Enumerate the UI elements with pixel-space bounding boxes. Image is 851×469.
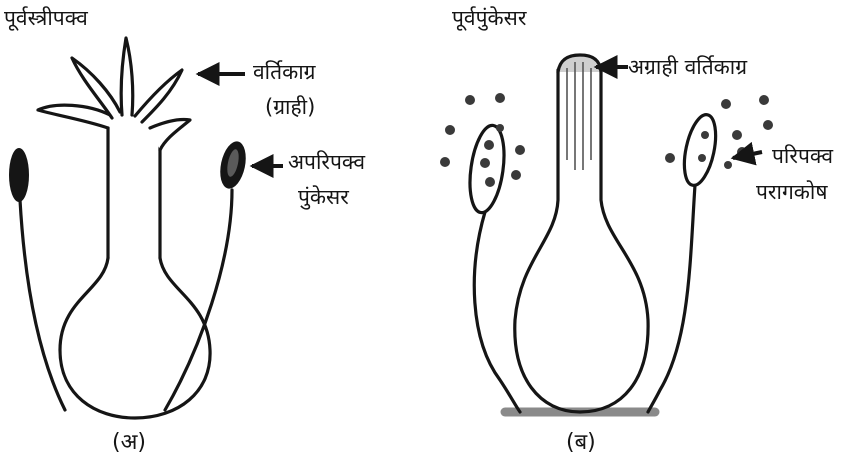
figure-b-caption: (ब) — [566, 430, 596, 455]
figure-a-caption: (अ) — [112, 430, 146, 455]
figure-a-stigma-lobe-5 — [150, 119, 190, 150]
figure-b-stigma — [558, 55, 601, 72]
figure-b-right-anther — [679, 112, 721, 188]
figure-a-flower — [20, 38, 232, 418]
figure-b-left-filament — [474, 212, 520, 412]
figure-a-right-filament — [165, 190, 232, 410]
figure-b-title: पूर्वपुंकेसर — [452, 6, 526, 30]
figure-b-anther-label-line2: परागकोष — [756, 180, 827, 204]
figure-a-stigma-lobe-1 — [38, 105, 110, 128]
figure-b-right-filament — [648, 185, 695, 412]
figure-a-stigma-label-line2: (ग्राही) — [265, 95, 315, 119]
figure-a-title: पूर्वस्त्रीपक्व — [4, 6, 88, 30]
figure-a-left-filament — [20, 200, 65, 410]
figure-b-flower — [440, 55, 773, 412]
figure-b-style-ovary — [515, 70, 648, 412]
figure-a-left-anther — [9, 148, 29, 202]
figure-a-style — [108, 128, 160, 258]
figure-a-stamen-label-line2: पुंकेसर — [298, 185, 349, 209]
figure-b-left-anther — [465, 123, 509, 215]
figure-a-stigma-label-line1: वर्तिकाग्र — [253, 60, 316, 84]
figure-b-anther-label-line1: परिपक्व — [772, 144, 833, 168]
figure-a-stamen-label-line1: अपरिपक्व — [288, 150, 365, 174]
figure-a-stigma-lobe-4 — [135, 70, 182, 122]
figure-b-stigma-label: अग्राही वर्तिकाग्र — [628, 55, 747, 79]
figure-a-ovary — [60, 258, 210, 418]
figure-a-stigma-lobe-3 — [121, 38, 133, 115]
